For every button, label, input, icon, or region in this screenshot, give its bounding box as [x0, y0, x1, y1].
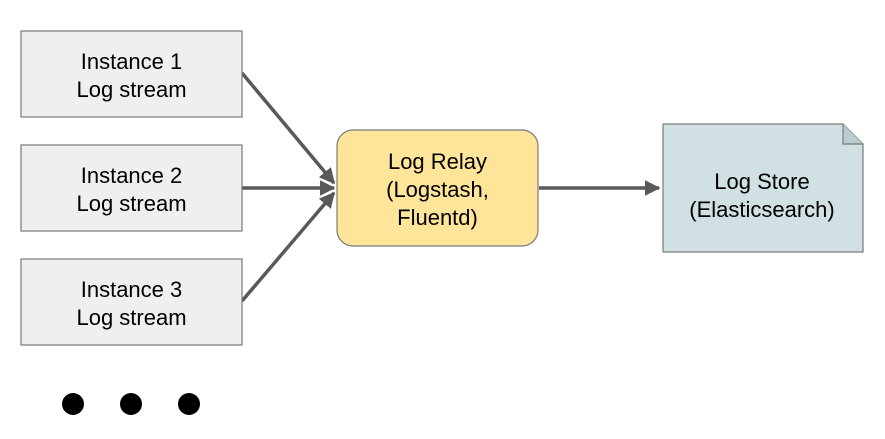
more-instances-ellipsis — [62, 393, 200, 415]
log-store-subtitle: (Elasticsearch) — [689, 197, 834, 222]
ellipsis-dot — [120, 393, 142, 415]
instance-2-title: Instance 2 — [81, 163, 183, 188]
log-store-node: Log Store (Elasticsearch) — [662, 123, 864, 253]
log-relay-line-2: (Logstash, — [386, 177, 489, 202]
connectors — [240, 71, 661, 303]
instance-1-box — [20, 30, 243, 118]
instance-3-subtitle: Log stream — [76, 305, 186, 330]
instance-2-node: Instance 2 Log stream — [20, 144, 243, 232]
instance-1-node: Instance 1 Log stream — [20, 30, 243, 118]
log-relay-box — [336, 129, 539, 247]
arrow-instance-3-to-relay — [240, 191, 336, 303]
log-relay-node: Log Relay (Logstash, Fluentd) — [336, 129, 539, 247]
instance-3-box — [20, 258, 243, 346]
ellipsis-dot — [62, 393, 84, 415]
log-store-box — [662, 123, 864, 253]
log-relay-line-3: Fluentd) — [397, 205, 478, 230]
log-store-folded-corner — [842, 124, 863, 145]
instance-3-node: Instance 3 Log stream — [20, 258, 243, 346]
log-store-title: Log Store — [714, 169, 809, 194]
instance-2-box — [20, 144, 243, 232]
instance-1-subtitle: Log stream — [76, 77, 186, 102]
ellipsis-dot — [178, 393, 200, 415]
log-relay-title: Log Relay — [388, 149, 487, 174]
instance-1-title: Instance 1 — [81, 49, 183, 74]
arrow-instance-1-to-relay — [240, 71, 336, 185]
instance-3-title: Instance 3 — [81, 277, 183, 302]
instance-2-subtitle: Log stream — [76, 191, 186, 216]
